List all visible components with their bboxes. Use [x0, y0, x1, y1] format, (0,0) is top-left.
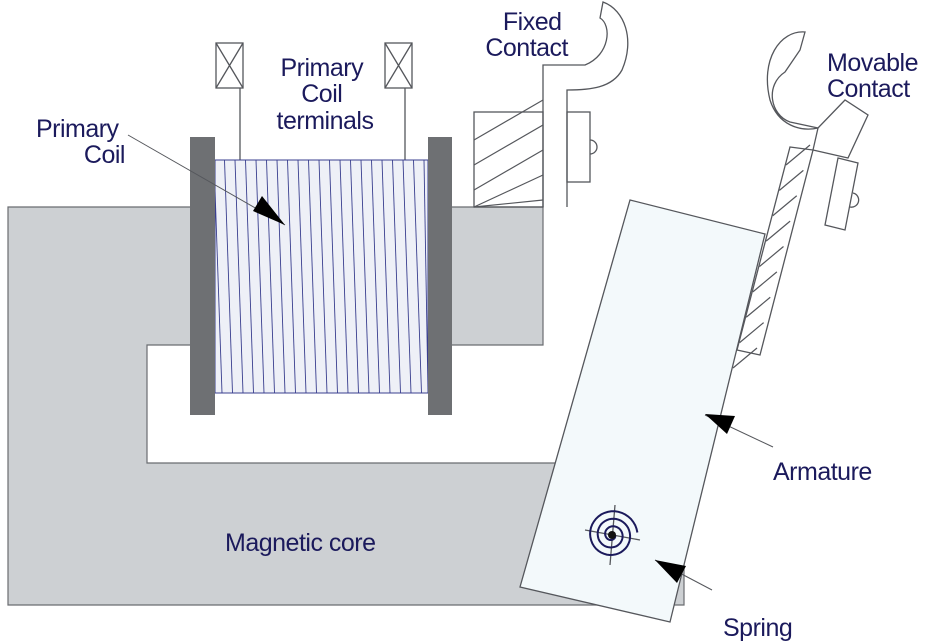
- primary-coil: [214, 159, 429, 394]
- coil-winding-line: [297, 159, 307, 394]
- hatch-line: [765, 220, 791, 242]
- label-magnetic-core: Magnetic core: [225, 529, 376, 557]
- label-armature: Armature: [773, 458, 872, 486]
- coil-winding-line: [276, 159, 286, 394]
- coil-winding-line: [224, 159, 233, 394]
- hatch-line: [473, 199, 544, 208]
- movable-contact: [766, 31, 869, 159]
- coil-terminal-right: [384, 42, 413, 160]
- coil-winding-line: [234, 159, 244, 394]
- coil-winding-line: [287, 159, 296, 394]
- coil-winding-line: [329, 159, 338, 394]
- movable-contact-insulator: [732, 144, 814, 369]
- coil-winding-line: [308, 159, 317, 394]
- coil-winding-line: [413, 159, 422, 394]
- coil-terminal-left: [215, 42, 244, 160]
- coil-winding-line: [371, 159, 380, 394]
- label-fixed-contact: Fixed Contact: [485, 8, 568, 62]
- coil-winding-line: [255, 159, 265, 394]
- fixed-contact: [542, 1, 629, 207]
- bobbin-flange-left: [190, 137, 215, 415]
- movable-contact-tip: [849, 192, 860, 208]
- coil-winding-line: [402, 159, 412, 394]
- spring: [584, 504, 641, 566]
- coil-winding-line: [350, 159, 359, 394]
- fixed-contact-insulator: [473, 99, 544, 208]
- coil-winding-line: [423, 159, 429, 394]
- armature-pointer: [704, 414, 774, 448]
- hatch-line: [473, 149, 544, 191]
- coil-winding-line: [213, 159, 223, 394]
- hatch-line: [759, 246, 784, 267]
- label-primary-coil-terminals: Primary Coil terminals: [277, 54, 374, 135]
- coil-winding-line: [392, 159, 401, 394]
- bobbin-flange-right: [428, 137, 452, 415]
- hatch-line: [752, 271, 778, 293]
- hatch-line: [739, 322, 765, 344]
- magnetic-core: [7, 206, 685, 606]
- label-primary-coil: Primary Coil: [36, 115, 125, 169]
- fixed-contact-block: [566, 111, 591, 183]
- hatch-line: [473, 124, 544, 166]
- hatch-line: [785, 144, 811, 166]
- coil-winding-line: [318, 159, 328, 394]
- primary-coil-pointer: [127, 134, 286, 226]
- hatch-line: [732, 347, 758, 369]
- fixed-contact-tip: [589, 139, 598, 155]
- coil-winding-line: [339, 159, 349, 394]
- spring-pointer: [654, 559, 713, 591]
- label-movable-contact: Movable Contact: [827, 49, 924, 103]
- hatch-line: [778, 169, 804, 191]
- hatch-line: [745, 296, 771, 318]
- movable-contact-block: [824, 157, 859, 231]
- coil-windings: [213, 159, 429, 394]
- coil-winding-line: [360, 159, 370, 394]
- coil-winding-line: [245, 159, 254, 394]
- coil-winding-line: [266, 159, 275, 394]
- hatch-line: [772, 195, 798, 217]
- coil-winding-line: [381, 159, 391, 394]
- label-spring: Spring: [723, 614, 792, 642]
- hatch-line: [473, 174, 544, 208]
- hatch-line: [473, 99, 544, 141]
- armature: [519, 199, 766, 623]
